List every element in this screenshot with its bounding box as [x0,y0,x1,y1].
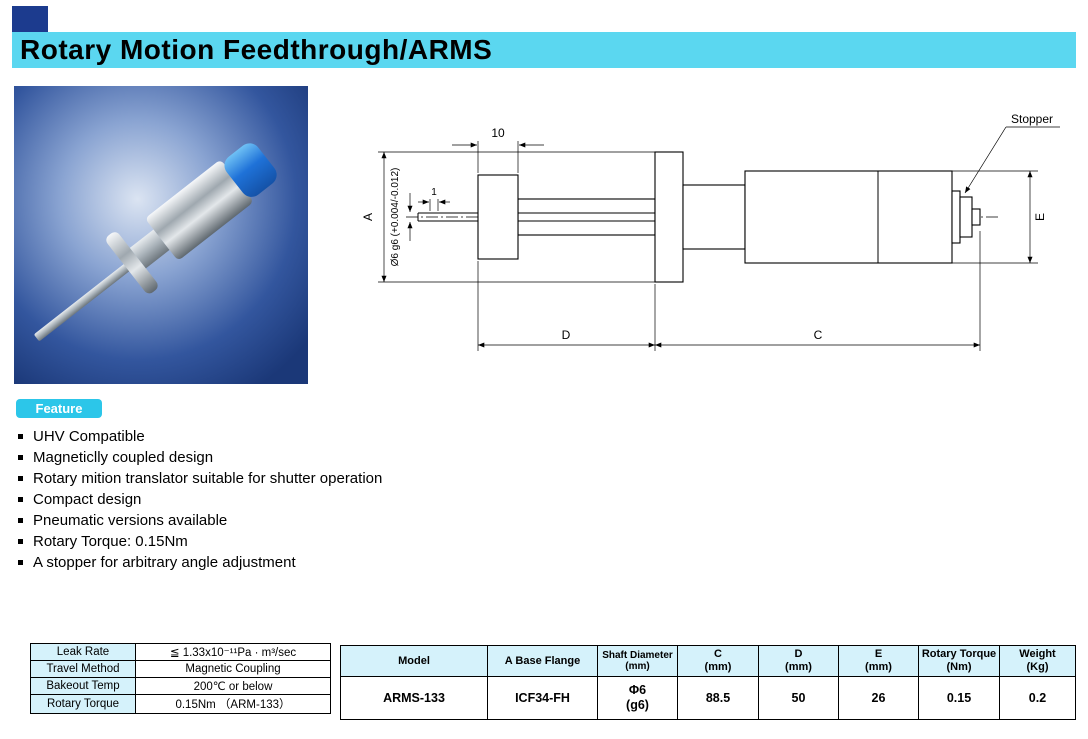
device-shaft [34,261,134,341]
table-row: ARMS-133 ICF34-FH Φ6 (g6) 88.5 50 26 0.1… [340,676,1076,720]
feature-item: Compact design [18,492,498,507]
spec-value: 0.15Nm （ARM-133） [135,694,331,714]
feature-text: Rotary Torque: 0.15Nm [33,533,188,550]
feature-item: Pneumatic versions available [18,513,498,528]
table-row: Leak Rate ≦ 1.33x10⁻¹¹Pa · m³/sec [30,643,331,661]
stopper-label: Stopper [1011,112,1053,126]
feature-text: Rotary mition translator suitable for sh… [33,470,383,487]
bullet-icon [18,434,23,439]
device-hub [129,229,170,269]
feature-badge: Feature [16,399,102,418]
dimension-1: 1 [418,187,450,211]
cell-weight: 0.2 [999,676,1076,720]
feature-list: UHV Compatible Magneticlly coupled desig… [18,429,498,576]
feature-item: Rotary Torque: 0.15Nm [18,534,498,549]
dimension-shaft-diameter: Ø6 g6 (+0.004/-0.012) [390,168,413,267]
feature-text: Compact design [33,491,142,508]
feature-item: A stopper for arbitrary angle adjustment [18,555,498,570]
column-header-rotary-torque: Rotary Torque (Nm) [918,645,1000,677]
shaft [417,212,655,222]
feature-text: Magneticlly coupled design [33,449,214,466]
table-row: Bakeout Temp 200℃ or below [30,677,331,695]
column-header-d: D (mm) [758,645,839,677]
bullet-icon [18,497,23,502]
flange [654,151,684,283]
neck [682,184,746,250]
dimension-a: A [361,151,655,283]
spec-label: Travel Method [30,660,136,678]
dim-c-label: C [814,328,823,342]
product-photo [14,86,308,384]
cell-e: 26 [838,676,919,720]
technical-drawing: A Ø6 g6 (+0.004/-0.012) 1 10 D C [348,95,1083,375]
column-header-c: C (mm) [677,645,759,677]
column-header-base-flange: A Base Flange [487,645,598,677]
bullet-icon [18,539,23,544]
dim-d-label: D [562,328,571,342]
column-header-e: E (mm) [838,645,919,677]
spec-value: ≦ 1.33x10⁻¹¹Pa · m³/sec [135,643,331,661]
device-flange [106,232,158,294]
feature-text: Pneumatic versions available [33,512,228,529]
column-header-shaft-diameter: Shaft Diameter (mm) [597,645,678,677]
feature-item: Magneticlly coupled design [18,450,498,465]
stopper-callout: Stopper [964,112,1060,194]
dimension-10: 10 [452,126,544,173]
dimension-d: D [477,261,656,351]
bullet-icon [18,455,23,460]
feature-badge-label: Feature [35,401,83,416]
bullet-icon [18,518,23,523]
table-header-row: Model A Base Flange Shaft Diameter (mm) … [340,645,1076,677]
spec-label: Bakeout Temp [30,677,136,695]
dim-e-label: E [1033,213,1047,221]
spec-value: Magnetic Coupling [135,660,331,678]
model-table: Model A Base Flange Shaft Diameter (mm) … [340,645,1076,720]
column-header-weight: Weight (Kg) [999,645,1076,677]
stopper-part [951,190,981,244]
cell-base-flange: ICF34-FH [487,676,598,720]
table-row: Travel Method Magnetic Coupling [30,660,331,678]
feedthrough-tube [517,198,656,236]
cell-rotary-torque: 0.15 [918,676,1000,720]
spec-label: Leak Rate [30,643,136,661]
dim-a-label: A [361,213,375,221]
shaft-spec-label: Ø6 g6 (+0.004/-0.012) [390,168,401,267]
column-header-model: Model [340,645,488,677]
feature-item: UHV Compatible [18,429,498,444]
guide-block [477,174,519,260]
dimension-e: E [952,170,1047,264]
feature-text: UHV Compatible [33,428,145,445]
feature-text: A stopper for arbitrary angle adjustment [33,554,296,571]
cell-d: 50 [758,676,839,720]
dim-10-label: 10 [491,126,505,140]
dim-1-label: 1 [431,187,437,198]
dimension-c: C [655,231,981,351]
feature-item: Rotary mition translator suitable for sh… [18,471,498,486]
cell-model: ARMS-133 [340,676,488,720]
device-body [146,161,252,259]
body-housing [744,170,953,264]
table-row: Rotary Torque 0.15Nm （ARM-133） [30,694,331,714]
spec-table: Leak Rate ≦ 1.33x10⁻¹¹Pa · m³/sec Travel… [30,643,331,714]
title-bar: Rotary Motion Feedthrough/ARMS [12,32,1076,68]
device-cap [224,143,277,197]
page-title: Rotary Motion Feedthrough/ARMS [20,34,493,65]
spec-value: 200℃ or below [135,677,331,695]
bullet-icon [18,560,23,565]
cell-shaft-diameter: Φ6 (g6) [597,676,678,720]
cell-c: 88.5 [677,676,759,720]
spec-label: Rotary Torque [30,694,136,714]
bullet-icon [18,476,23,481]
header-accent-square [12,6,48,32]
